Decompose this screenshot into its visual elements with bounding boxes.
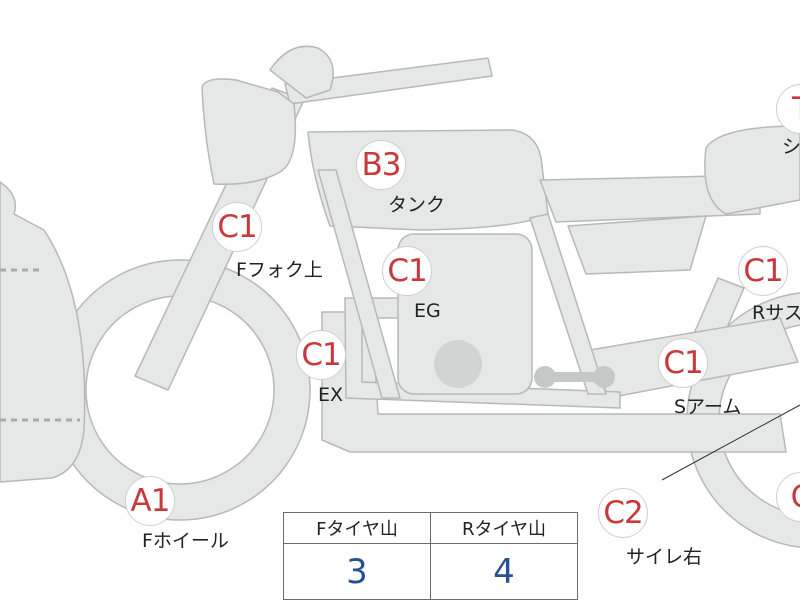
- marker-label: Fフォク上: [236, 259, 323, 281]
- marker-label: Rサス: [752, 302, 800, 324]
- mirror: [269, 45, 334, 99]
- rear-tire-value: 4: [430, 543, 578, 600]
- marker-label: タンク: [388, 194, 446, 216]
- marker-label: Sアーム: [674, 396, 742, 418]
- marker-code: C1: [212, 202, 262, 252]
- marker-label: EX: [318, 384, 344, 406]
- crank-cover: [434, 340, 482, 388]
- side-cover: [567, 215, 707, 275]
- front-tire-header: Fタイヤ山: [283, 512, 431, 544]
- marker-code: C1: [296, 330, 346, 380]
- leader-line: [661, 404, 800, 481]
- tail-cowl: [704, 125, 800, 215]
- rear-tire-header: Rタイヤ山: [430, 512, 578, 544]
- marker-code: C1: [658, 338, 708, 388]
- marker-label: サイレ右: [626, 546, 703, 568]
- headlight: [201, 78, 297, 185]
- marker-code: C2: [598, 488, 648, 538]
- marker-label: EG: [414, 300, 441, 322]
- marker-code: C1: [382, 246, 432, 296]
- marker-code: A1: [125, 476, 175, 526]
- marker-label: シ: [782, 136, 800, 158]
- front-cowl: [0, 181, 86, 483]
- handlebar: [284, 57, 493, 105]
- front-tire-value: 3: [283, 543, 431, 600]
- frame-rail-rear: [529, 213, 607, 395]
- tire-tread-table: Fタイヤ山 Rタイヤ山 3 4: [283, 512, 578, 600]
- footpeg: [534, 366, 615, 388]
- frame-rail: [317, 169, 401, 399]
- marker-code: C1: [738, 246, 788, 296]
- marker-label: Fホイール: [142, 530, 229, 552]
- marker-code: B3: [356, 140, 406, 190]
